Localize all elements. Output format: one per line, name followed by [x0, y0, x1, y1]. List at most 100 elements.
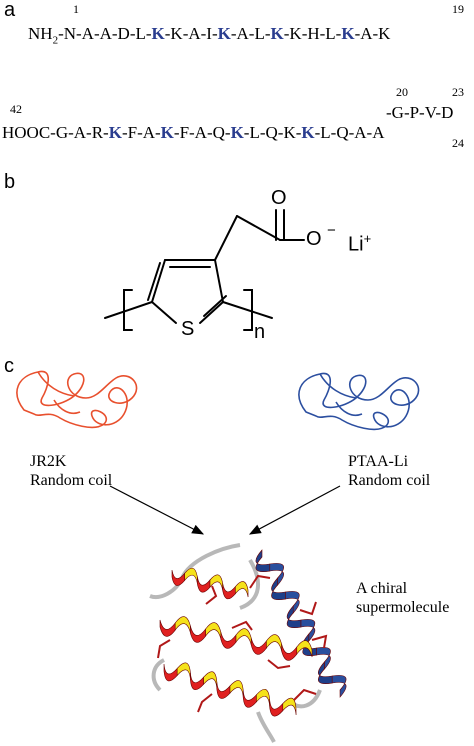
ring-double-bond-left: [147, 262, 161, 301]
ptaa-li-random-coil: [298, 372, 420, 431]
jr2k-label: JR2K Random coil: [30, 452, 112, 490]
lithium-counterion: Li+: [348, 231, 372, 256]
lysine-residue: K: [230, 123, 244, 142]
ring-double-bond-right: [203, 295, 227, 317]
helix-segment: [197, 576, 211, 593]
helix-segment: [282, 697, 297, 716]
panel-label-b: b: [4, 171, 16, 193]
panel-label-c: c: [4, 355, 14, 377]
lysine-residue: K: [270, 24, 284, 43]
residue-segment: -K-H-L-: [283, 24, 342, 43]
ptaa-li-state: Random coil: [348, 472, 431, 489]
lysine-residue: K: [301, 123, 315, 142]
helix-segment: [174, 616, 191, 634]
jr2k-helix-1: [171, 567, 249, 600]
n-terminus: NH2: [28, 24, 59, 47]
ptaa-li-label: PTAA-Li Random coil: [348, 452, 430, 490]
supermolecule-label: A chiral supermolecule: [356, 579, 449, 617]
residue-number-20: 20: [396, 85, 408, 99]
lysine-residue: K: [341, 24, 355, 43]
ptaa-helix: [255, 549, 347, 698]
lysine-residue: K: [151, 24, 165, 43]
helix-segment: [171, 569, 186, 586]
helix-segment: [222, 583, 236, 600]
residue-segment: -L-Q-K-: [243, 123, 302, 142]
backbone-right: [222, 301, 273, 319]
jr2k-helix-2: [159, 616, 313, 661]
helix-segment: [296, 640, 313, 658]
helix-segment: [205, 622, 222, 640]
helix-segment: [235, 628, 252, 646]
ring-bond-left: [151, 259, 166, 303]
helix-segment: [163, 663, 178, 682]
ring-bond-s-right: [199, 301, 224, 324]
supermolecule-line-2: supermolecule: [356, 599, 450, 616]
ptaa-li-name: PTAA-Li: [348, 453, 409, 470]
jr2k-helix-3: [163, 662, 297, 717]
sequence-row-1: NH2-N-A-A-D-L-K-K-A-I-K-A-L-K-K-H-L-K-A-…: [28, 25, 390, 46]
repeat-unit-n: n: [254, 321, 266, 343]
helix-segment: [255, 549, 271, 572]
residue-segment: -F-A-Q-: [173, 123, 231, 142]
helix-segment: [229, 680, 244, 698]
residue-segment: -A-K: [354, 24, 391, 43]
lysine-residue: K: [217, 24, 231, 43]
jr2k-name: JR2K: [30, 453, 67, 470]
backbone-left: [104, 301, 153, 319]
helix-segment: [159, 619, 176, 637]
residue-segment: -A-L-: [230, 24, 271, 43]
residue-number-24: 24: [452, 136, 464, 150]
residue-number-19: 19: [452, 2, 464, 16]
helix-segment: [281, 643, 298, 661]
helix-segment: [190, 672, 204, 690]
jr2k-random-coil: [16, 370, 138, 429]
helix-segment: [203, 671, 218, 689]
residue-number-1: 1: [73, 2, 79, 16]
residue-segment: -F-A-: [121, 123, 161, 142]
helix-segment: [256, 689, 270, 707]
helix-segment: [266, 634, 282, 652]
loop-4: [256, 711, 276, 743]
sulfur-atom: S: [181, 318, 195, 340]
sequence-row-3: HOOC-G-A-R-K-F-A-K-F-A-Q-K-L-Q-K-K-L-Q-A…: [2, 124, 384, 141]
sequence-row-1-residues: -N-A-A-D-L-K-K-A-I-K-A-L-K-K-H-L-K-A-K: [58, 24, 390, 43]
helix-segment: [216, 681, 231, 699]
loop-2: [239, 558, 261, 610]
helix-segment: [235, 581, 249, 598]
helix-segment: [176, 662, 191, 680]
loop-5: [151, 658, 166, 692]
residue-number-23: 23: [452, 85, 464, 99]
sequence-row-2: -G-P-V-D: [386, 103, 454, 122]
lysine-residue: K: [160, 123, 174, 142]
helix-segment: [331, 675, 347, 698]
helix-segment: [250, 637, 267, 655]
residue-segment: HOOC-G-A-R-: [2, 123, 109, 142]
supermolecule-line-1: A chiral: [356, 580, 408, 597]
helix-segment: [220, 631, 237, 649]
oxygen-anion: O: [306, 228, 322, 250]
helix-segment: [269, 699, 284, 717]
panel-label-a: a: [4, 0, 16, 21]
bracket-left: [123, 289, 133, 331]
oxygen-carbonyl: O: [271, 187, 287, 209]
arrow-from-ptaa-li: [248, 485, 341, 535]
side-chains: [157, 574, 328, 713]
negative-charge: −: [327, 222, 336, 239]
jr2k-state: Random coil: [30, 472, 113, 489]
sequence-row-3-residues: HOOC-G-A-R-K-F-A-K-F-A-Q-K-L-Q-K-K-L-Q-A…: [2, 123, 384, 142]
residue-segment: -N-A-A-D-L-: [58, 24, 152, 43]
ch2-c-bond: [236, 215, 281, 241]
chiral-supermolecule-model: [149, 543, 347, 743]
ring-ch2-bond: [214, 215, 238, 261]
residue-segment: -L-Q-A-A: [314, 123, 385, 142]
arrow-from-jr2k: [109, 485, 205, 535]
helix-segment: [190, 625, 206, 643]
ring-bond-right: [214, 259, 224, 303]
lysine-residue: K: [108, 123, 122, 142]
helix-segment: [242, 690, 257, 708]
ring-bond-s-left: [151, 301, 177, 324]
residue-segment: -K-A-I-: [164, 24, 218, 43]
bracket-right: [243, 289, 253, 331]
